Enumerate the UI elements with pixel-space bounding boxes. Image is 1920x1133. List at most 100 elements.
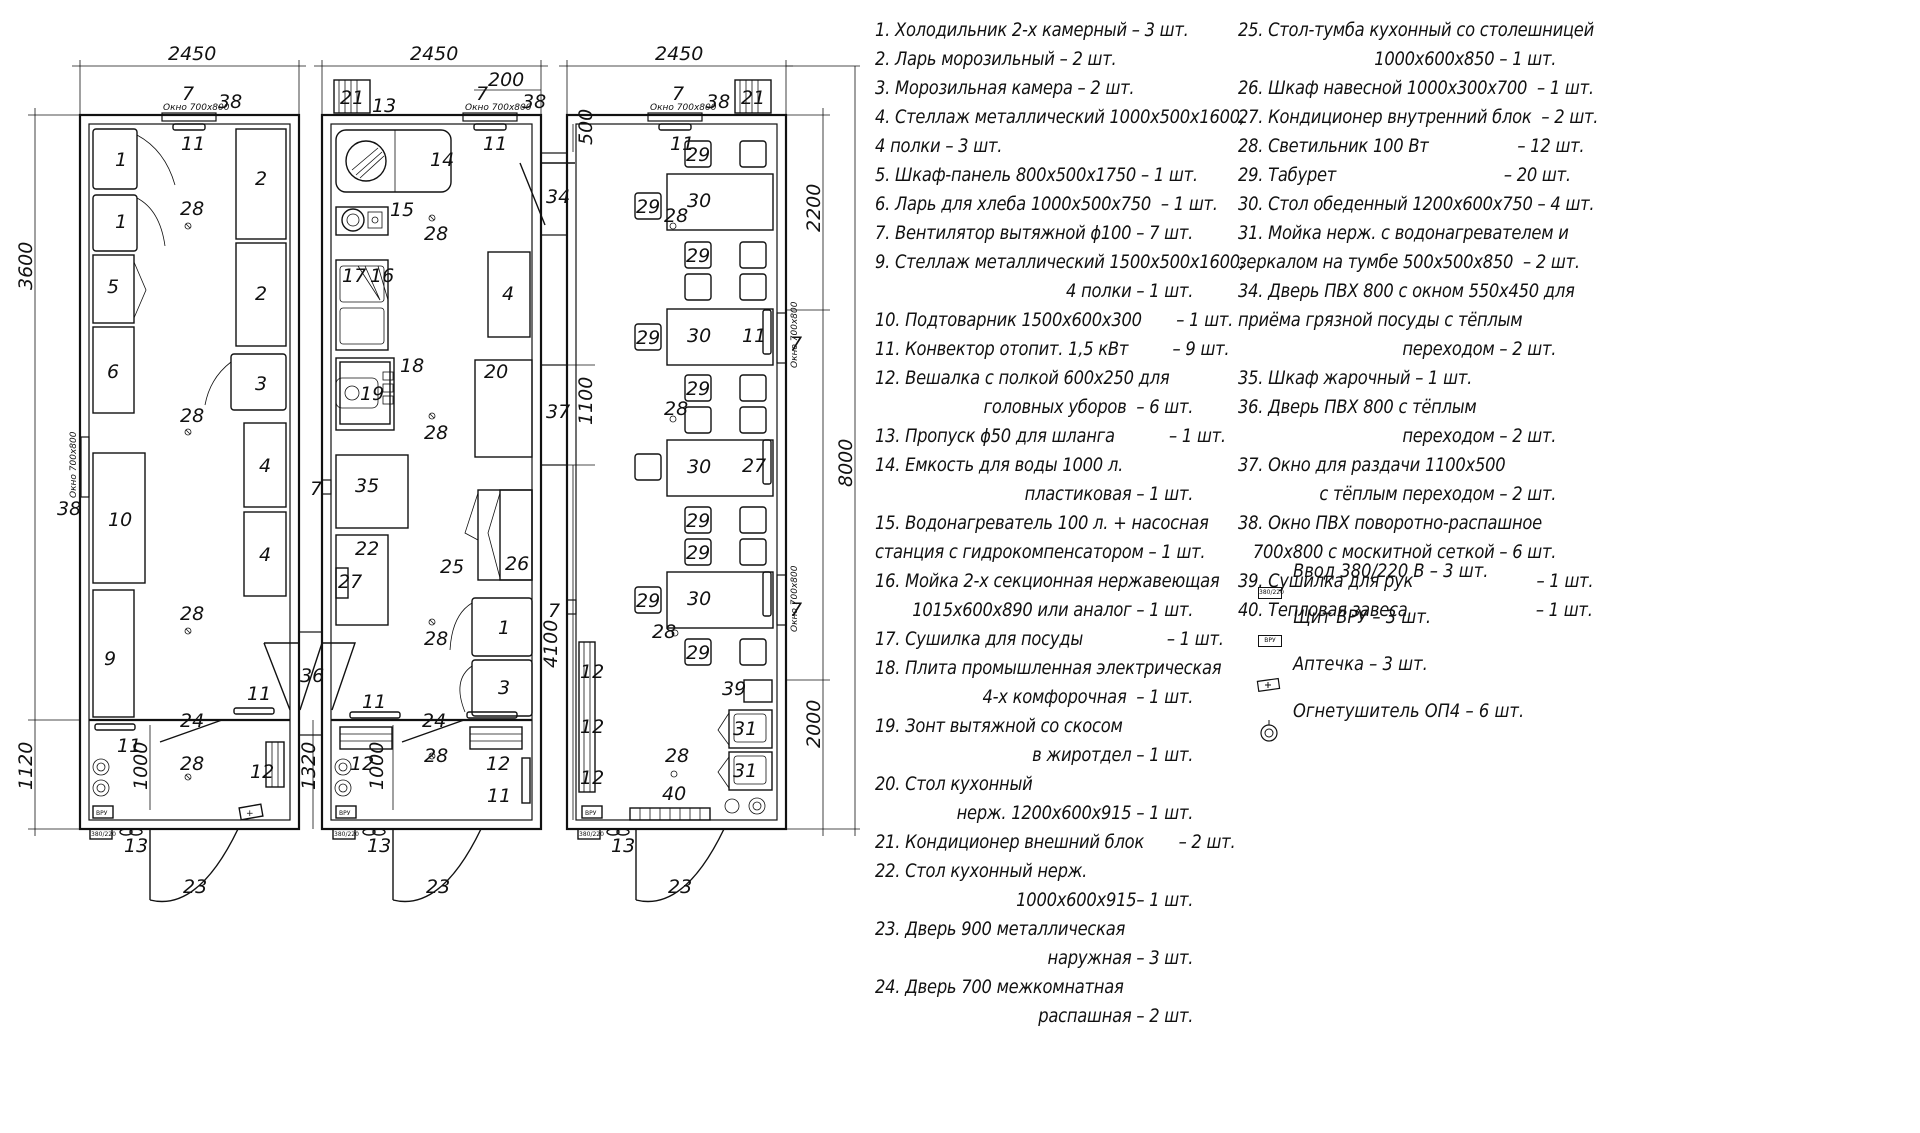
svg-text:4: 4 [259,455,271,477]
vru-icon: ВРУ [1258,635,1282,647]
svg-text:11: 11 [181,133,205,155]
svg-text:9: 9 [104,648,116,670]
stools: 29 29 29 29 29 29 29 29 29 [634,140,767,666]
legend-item: 35. Шкаф жарочный – 1 шт. [1238,367,1473,389]
svg-text:Окно 700х800: Окно 700х800 [650,103,717,113]
svg-text:380/220: 380/220 [579,831,604,838]
svg-text:38: 38 [706,91,730,113]
svg-text:1320: 1320 [298,742,320,790]
legend-item: 20. Стол кухонный [875,773,1033,795]
light-icons [184,222,192,781]
symbol-aid-label: Аптечка – 3 шт. [1293,653,1428,675]
legend-item: с тёплым переходом – 2 шт. [1319,483,1557,505]
svg-text:13: 13 [611,835,635,857]
svg-text:11: 11 [742,325,766,347]
svg-text:31: 31 [733,760,757,782]
svg-text:1: 1 [115,149,127,171]
svg-text:1100: 1100 [575,377,597,425]
passages-2-3: 34 37 [519,152,575,466]
svg-text:4100: 4100 [540,620,562,668]
legend-item: 1000х600х915– 1 шт. [1016,889,1194,911]
svg-text:7: 7 [790,333,802,355]
symbol-ext-label: Огнетушитель ОП4 – 6 шт. [1293,700,1525,722]
input-icon: 380/220 [1258,587,1284,599]
svg-text:27: 27 [742,455,766,477]
legend-item: головных уборов – 6 шт. [983,396,1194,418]
legend-item: 16. Мойка 2-х секционная нержавеющая [875,570,1220,592]
legend-item: 24. Дверь 700 межкомнатная [875,976,1124,998]
svg-text:2: 2 [255,168,267,190]
legend-item: 11. Конвектор отопит. 1,5 кВт – 9 шт. [875,338,1230,360]
svg-text:11: 11 [670,133,694,155]
svg-text:28: 28 [424,422,448,444]
block-3-dining: 2450 21 7 Окно 700х800 38 11 500 4100 11… [540,43,860,903]
svg-text:11: 11 [247,683,271,705]
symbol-input-label: Ввод 380/220 В – 3 шт. [1293,560,1489,582]
svg-text:7: 7 [476,83,488,105]
legend-item: переходом – 2 шт. [1402,338,1557,360]
legend-item: 12. Вешалка с полкой 600х250 для [875,367,1170,389]
legend-item: 5. Шкаф-панель 800х500х1750 – 1 шт. [875,164,1198,186]
svg-text:Окно 700х800: Окно 700х800 [465,103,532,113]
svg-text:4: 4 [259,544,271,566]
legend-item: 1000х600х850 – 1 шт. [1374,48,1557,70]
svg-text:39: 39 [722,678,746,700]
svg-text:2450: 2450 [410,43,458,65]
dim-3600: 3600 [15,242,37,290]
svg-text:500: 500 [575,109,597,145]
svg-text:11: 11 [117,735,141,757]
legend-item: 2. Ларь морозильный – 2 шт. [875,48,1117,70]
svg-text:21: 21 [741,87,765,109]
svg-text:13: 13 [372,95,396,117]
svg-text:7: 7 [790,599,802,621]
svg-text:29: 29 [636,590,660,612]
svg-text:22: 22 [355,538,379,560]
svg-text:12: 12 [580,661,604,683]
svg-text:3: 3 [255,373,267,395]
legend-item: 17. Сушилка для посуды – 1 шт. [875,628,1224,650]
first-aid-icon [1256,677,1281,693]
svg-text:380/220: 380/220 [334,831,359,838]
svg-text:25: 25 [440,556,464,578]
svg-text:380/220: 380/220 [91,831,116,838]
svg-text:30: 30 [687,190,711,212]
legend-column-1: 1. Холодильник 2-х камерный – 3 шт. 2. Ла… [875,16,1245,1031]
svg-text:19: 19 [360,383,384,405]
svg-text:15: 15 [390,199,414,221]
svg-text:28: 28 [424,628,448,650]
svg-text:5: 5 [107,276,119,298]
legend-item: 39. Сушилка для рук – 1 шт. [1238,570,1594,592]
legend-item: 9. Стеллаж металлический 1500х500х1600, [875,251,1245,273]
svg-text:21: 21 [340,87,364,109]
svg-text:30: 30 [687,325,711,347]
svg-text:2450: 2450 [655,43,703,65]
svg-text:23: 23 [183,876,207,898]
dim-1120: 1120 [15,742,37,790]
svg-text:29: 29 [686,378,710,400]
svg-text:Окно 700х800: Окно 700х800 [163,103,230,113]
legend-item: 19. Зонт вытяжной со скосом [875,715,1123,737]
extinguisher-icon [1260,720,1278,742]
legend-item: 34. Дверь ПВХ 800 с окном 550х450 для [1238,280,1575,302]
svg-text:24: 24 [422,710,446,732]
svg-text:1000: 1000 [366,742,388,790]
svg-text:29: 29 [686,144,710,166]
legend-item: наружная – 3 шт. [1047,947,1194,969]
svg-text:2000: 2000 [803,700,825,748]
svg-text:29: 29 [636,327,660,349]
svg-text:36: 36 [300,665,324,687]
dining-tables: 30 30 30 30 [666,173,774,629]
svg-text:40: 40 [662,783,686,805]
legend-item: 4. Стеллаж металлический 1000х500х1600, [875,106,1245,128]
legend-item: 4 полки – 3 шт. [875,135,1003,157]
svg-text:7: 7 [672,83,684,105]
svg-text:28: 28 [652,621,676,643]
block-2-kitchen: 2450 200 21 13 7 Окно 700х800 38 11 14 1… [298,43,548,903]
legend-item: 29. Табурет – 20 шт. [1238,164,1571,186]
extinguisher-icon [92,758,110,797]
svg-text:ВРУ: ВРУ [96,810,108,817]
legend-item: 26. Шкаф навесной 1000х300х700 – 1 шт. [1238,77,1594,99]
svg-text:6: 6 [107,361,119,383]
legend-item: 1. Холодильник 2-х камерный – 3 шт. [875,19,1189,41]
svg-text:13: 13 [124,835,148,857]
